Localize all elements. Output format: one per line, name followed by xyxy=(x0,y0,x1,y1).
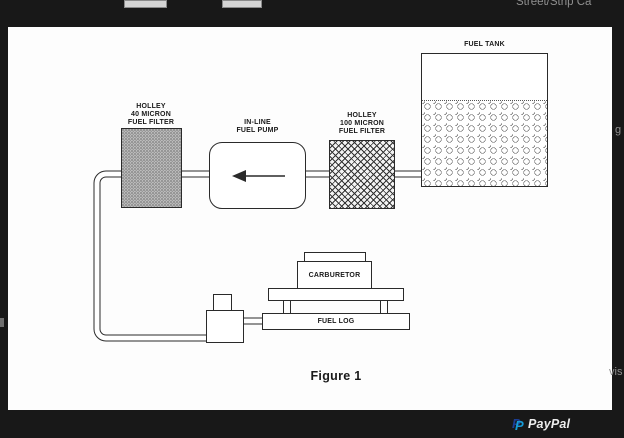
fuel-fill-pattern xyxy=(422,100,547,186)
mounting-stud-right xyxy=(380,300,388,314)
cropped-cell-fragment xyxy=(222,0,262,8)
cropped-edge-mark xyxy=(0,318,4,327)
fuel-filter-40-micron xyxy=(121,128,182,208)
fuel-tank-label: FUEL TANK xyxy=(464,41,505,48)
fuel-filter-100-micron xyxy=(329,140,395,209)
mounting-stud-left xyxy=(283,300,291,314)
flow-arrow-left-icon xyxy=(232,170,285,182)
fuel-filter-40-label: HOLLEY 40 MICRON FUEL FILTER xyxy=(127,103,175,126)
cropped-edge-text: g xyxy=(615,124,622,136)
fuel-log-label: FUEL LOG xyxy=(317,318,355,325)
cropped-header-text: Street/Strip Ca xyxy=(516,0,592,8)
figure-caption: Figure 1 xyxy=(310,369,362,383)
paypal-wordmark: PayPal xyxy=(528,417,571,431)
inlet-fitting-body xyxy=(206,310,244,343)
carburetor-base-plate xyxy=(268,288,404,301)
fuel-filter-100-label: HOLLEY 100 MICRON FUEL FILTER xyxy=(338,112,386,135)
carburetor-label: CARBURETOR xyxy=(308,271,361,279)
inlet-fitting-top xyxy=(213,294,232,311)
cropped-edge-text: vis xyxy=(609,366,623,378)
inline-fuel-pump xyxy=(209,142,306,209)
fuel-pump-label: IN-LINE FUEL PUMP xyxy=(236,119,279,134)
fuel-log: FUEL LOG xyxy=(262,313,410,330)
carburetor: CARBURETOR xyxy=(297,261,372,289)
fuel-tank xyxy=(421,53,548,187)
cropped-cell-fragment xyxy=(124,0,167,8)
